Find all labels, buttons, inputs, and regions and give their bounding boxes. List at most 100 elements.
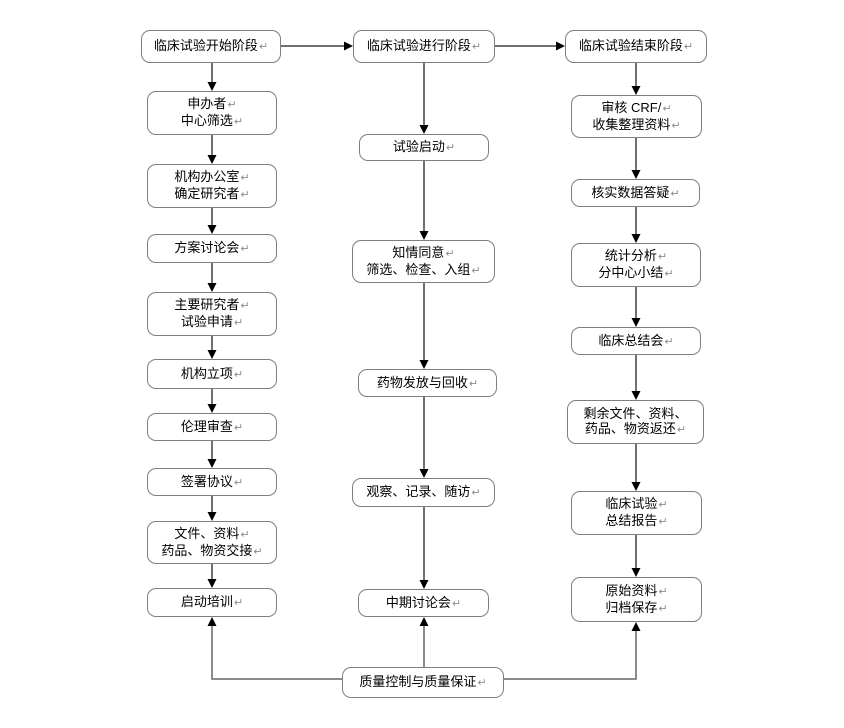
paragraph-mark-icon: ↵ — [658, 516, 668, 528]
node-line: 中期讨论会↵ — [386, 595, 461, 612]
paragraph-mark-icon: ↵ — [471, 487, 481, 499]
arrow-to-protocol-discussion — [207, 208, 217, 234]
flow-node-clinical-summary-meeting[interactable]: 临床总结会↵ — [571, 327, 701, 355]
node-text: 试验申请 — [180, 314, 233, 329]
node-line: 审核 CRF/↵ — [601, 100, 671, 117]
arrow-qc-to-archive — [504, 622, 641, 680]
arrow-qc-to-interim-discussion — [419, 617, 429, 667]
paragraph-mark-icon: ↵ — [468, 377, 479, 390]
flow-node-qc-qa[interactable]: 质量控制与质量保证↵ — [342, 667, 504, 698]
node-text: 统计分析 — [604, 248, 657, 263]
node-text: 签署协议 — [180, 473, 233, 489]
flow-node-materials-handover[interactable]: 文件、资料↵ 药品、物资交接↵ — [147, 521, 277, 564]
node-text: 收集整理资料 — [592, 116, 671, 132]
node-line: 试验启动↵ — [393, 139, 455, 156]
node-text: 主要研究者 — [174, 297, 240, 312]
node-text: 机构办公室 — [174, 169, 240, 184]
paragraph-mark-icon: ↵ — [658, 602, 668, 615]
paragraph-mark-icon: ↵ — [477, 677, 487, 689]
paragraph-mark-icon: ↵ — [240, 528, 250, 541]
flow-node-verify-data-query[interactable]: 核实数据答疑↵ — [571, 179, 700, 207]
paragraph-mark-icon: ↵ — [664, 268, 674, 280]
flow-node-stats-subcenter-summary[interactable]: 统计分析↵ 分中心小结↵ — [571, 243, 701, 287]
flow-node-sign-agreement[interactable]: 签署协议↵ — [147, 468, 277, 496]
paragraph-mark-icon: ↵ — [233, 476, 244, 489]
node-line: 临床总结会↵ — [598, 333, 673, 350]
paragraph-mark-icon: ↵ — [233, 317, 244, 329]
paragraph-mark-icon: ↵ — [240, 300, 250, 312]
flow-node-protocol-discussion[interactable]: 方案讨论会↵ — [147, 234, 277, 263]
flow-node-informed-consent[interactable]: 知情同意↵ 筛选、检查、入组↵ — [352, 240, 495, 283]
paragraph-mark-icon: ↵ — [445, 142, 456, 154]
node-text: 中期讨论会 — [385, 594, 451, 610]
paragraph-mark-icon: ↵ — [240, 189, 250, 201]
arrow-to-review-crf — [631, 63, 641, 95]
flow-node-drug-dispense-return[interactable]: 药物发放与回收↵ — [358, 369, 497, 397]
node-line: 方案讨论会↵ — [174, 240, 249, 257]
paragraph-mark-icon: ↵ — [258, 41, 269, 53]
paragraph-mark-icon: ↵ — [471, 41, 482, 53]
arrow-to-clinical-summary — [631, 287, 641, 327]
node-line: 总结报告↵ — [605, 513, 667, 530]
node-line: 统计分析↵ — [605, 248, 667, 265]
arrow-to-sign-agreement — [207, 441, 217, 468]
flow-node-return-materials[interactable]: 剩余文件、资料、 药品、物资返还↵ — [567, 400, 704, 444]
node-text: 确定研究者 — [174, 186, 240, 201]
flow-node-review-crf[interactable]: 审核 CRF/↵ 收集整理资料↵ — [571, 95, 702, 138]
node-line: 原始资料↵ — [605, 583, 667, 600]
flow-node-archive-storage[interactable]: 原始资料↵ 归档保存↵ — [571, 577, 702, 622]
flow-node-pi-trial-application[interactable]: 主要研究者↵ 试验申请↵ — [147, 292, 277, 336]
node-text: 核实数据答疑 — [591, 184, 670, 200]
arrow-to-office-confirm — [207, 135, 217, 164]
flow-node-sponsor-site-screening[interactable]: 申办者↵ 中心筛选↵ — [147, 91, 277, 135]
arrow-to-drug-dispense — [419, 283, 429, 369]
node-line: 机构立项↵ — [181, 366, 243, 383]
node-line: 启动培训↵ — [181, 594, 243, 611]
node-text: 伦理审查 — [180, 418, 233, 434]
node-line: 签署协议↵ — [181, 474, 243, 491]
node-text: 试验启动 — [392, 139, 445, 154]
arrow-to-trial-start — [419, 63, 429, 134]
paragraph-mark-icon: ↵ — [662, 102, 672, 115]
paragraph-mark-icon: ↵ — [664, 335, 674, 348]
node-line: 伦理审查↵ — [181, 419, 243, 436]
paragraph-mark-icon: ↵ — [451, 597, 462, 610]
node-text: 总结报告 — [605, 513, 658, 528]
arrow-to-informed-consent — [419, 161, 429, 240]
arrow-to-stats-subcenter — [631, 207, 641, 243]
paragraph-mark-icon: ↵ — [253, 545, 263, 558]
node-text: 药品、物资返还 — [584, 421, 676, 436]
flow-node-end-phase[interactable]: 临床试验结束阶段↵ — [565, 30, 707, 63]
flow-node-ethics-review[interactable]: 伦理审查↵ — [147, 413, 277, 441]
node-text: 启动培训 — [180, 594, 233, 609]
flow-node-observe-record-followup[interactable]: 观察、记录、随访↵ — [352, 478, 495, 507]
node-text: 质量控制与质量保证 — [359, 674, 477, 689]
flow-node-start-phase[interactable]: 临床试验开始阶段↵ — [141, 30, 281, 63]
node-text: 临床总结会 — [598, 332, 664, 348]
flow-node-trial-summary-report[interactable]: 临床试验↵ 总结报告↵ — [571, 491, 702, 535]
flow-node-office-confirm-investigator[interactable]: 机构办公室↵ 确定研究者↵ — [147, 164, 277, 208]
arrow-to-ethics-review — [207, 389, 217, 413]
arrow-to-pi-application — [207, 263, 217, 292]
node-text: 机构立项 — [180, 365, 233, 381]
node-text: 筛选、检查、入组 — [366, 261, 471, 277]
flow-node-trial-start[interactable]: 试验启动↵ — [359, 134, 489, 161]
flow-node-interim-discussion[interactable]: 中期讨论会↵ — [358, 589, 489, 617]
flow-node-institution-project[interactable]: 机构立项↵ — [147, 359, 277, 389]
node-text: 药物发放与回收 — [376, 374, 468, 390]
node-line: 机构办公室↵ — [174, 169, 249, 186]
flow-node-ongoing-phase[interactable]: 临床试验进行阶段↵ — [353, 30, 495, 63]
arrow-to-summary-report — [631, 444, 641, 491]
arrow-to-observe-record — [419, 397, 429, 478]
node-line: 观察、记录、随访↵ — [366, 484, 480, 501]
paragraph-mark-icon: ↵ — [233, 421, 244, 434]
paragraph-mark-icon: ↵ — [233, 116, 244, 128]
arrow-to-archive — [631, 535, 641, 577]
node-text: 原始资料 — [605, 582, 658, 598]
arrow-to-startup-training — [207, 564, 217, 588]
paragraph-mark-icon: ↵ — [658, 585, 668, 598]
flow-node-startup-training[interactable]: 启动培训↵ — [147, 588, 277, 617]
paragraph-mark-icon: ↵ — [683, 41, 694, 53]
